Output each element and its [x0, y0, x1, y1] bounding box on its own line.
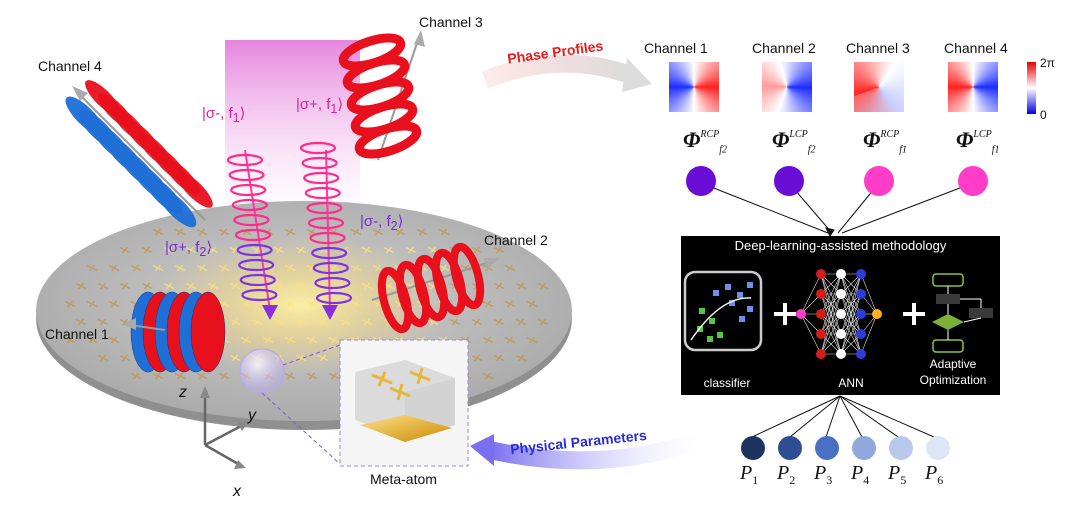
plus-sign-2 — [903, 303, 925, 325]
meta-atom-inset — [339, 339, 469, 467]
param-node-2 — [778, 436, 802, 460]
channel-3-label: Channel 3 — [419, 14, 483, 30]
param-label-2: P2 — [777, 462, 796, 487]
classifier-box — [683, 270, 763, 352]
state-sigma-minus-f2: |σ-, f2⟩ — [360, 213, 404, 233]
param-label-6: P6 — [925, 462, 944, 487]
flow-step — [936, 294, 960, 304]
param-node-4 — [852, 436, 876, 460]
phase-title-1: Channel 1 — [644, 40, 708, 56]
colorbar-min-label: 0 — [1040, 108, 1047, 122]
meta-atom-highlight — [239, 348, 285, 394]
state-sigma-plus-f1: |σ+, f1⟩ — [296, 96, 344, 116]
state-sigma-minus-f1: |σ-, f1⟩ — [202, 105, 246, 125]
flow-step-side — [969, 308, 993, 318]
channel-4-wave — [65, 80, 213, 228]
phi-channel-3: ΦRCPf1 — [863, 127, 908, 156]
classifier-green-points — [697, 308, 723, 342]
param-node-3 — [815, 436, 839, 460]
incident-helix-left — [226, 149, 278, 320]
phase-profiles-arrowhead — [622, 58, 652, 92]
param-label-5: P5 — [888, 462, 907, 487]
state-sigma-plus-f2: |σ+, f2⟩ — [165, 239, 213, 259]
param-node-6 — [926, 436, 950, 460]
deep-learning-panel: Deep-learning-assisted methodology — [681, 236, 1000, 395]
dl-graphics — [683, 269, 993, 359]
coordinate-axes — [200, 386, 249, 469]
channel-1-wave — [122, 291, 226, 373]
phase-map-channel-1 — [669, 62, 719, 112]
channel-4-label: Channel 4 — [38, 58, 102, 74]
channel-2-label: Channel 2 — [484, 232, 548, 248]
phi-node-4 — [958, 166, 988, 196]
channel-2-helix — [371, 242, 500, 334]
phi-node-2 — [774, 166, 804, 196]
channel-3-helix — [338, 30, 425, 161]
param-label-1: P1 — [740, 462, 759, 487]
optimization-label: Optimization — [919, 373, 987, 387]
phase-map-channel-2 — [762, 62, 812, 112]
flow-decision — [932, 314, 964, 330]
param-label-3: P3 — [814, 462, 833, 487]
meta-atom-label: Meta-atom — [370, 471, 437, 487]
ann-label: ANN — [838, 376, 864, 390]
phi-node-1 — [686, 166, 716, 196]
phase-title-2: Channel 2 — [752, 40, 816, 56]
axis-z-label: z — [179, 384, 187, 401]
ann-network — [796, 269, 882, 359]
param-node-5 — [889, 436, 913, 460]
classifier-label: classifier — [703, 376, 751, 390]
physical-parameters-arrow — [488, 431, 703, 470]
dl-title: Deep-learning-assisted methodology — [734, 238, 947, 253]
phi-channel-4: ΦLCPf1 — [956, 127, 1000, 156]
axis-x-label: x — [233, 483, 241, 500]
phi-node-3 — [864, 166, 894, 196]
physical-parameters-arrowhead — [470, 434, 494, 466]
colorbar-max-label: 2π — [1040, 56, 1055, 70]
phase-colorbar — [1027, 62, 1036, 114]
phase-map-channel-4 — [948, 62, 998, 112]
incident-helix-right — [299, 141, 353, 320]
phase-profiles-arrow — [481, 54, 634, 89]
input-connectors — [700, 182, 974, 237]
axis-y-label: y — [248, 407, 256, 424]
adaptive-label: Adaptive — [929, 357, 977, 371]
output-connectors — [751, 395, 935, 438]
channel-1-label: Channel 1 — [45, 326, 109, 342]
phase-title-4: Channel 4 — [944, 40, 1008, 56]
phase-map-channel-3 — [854, 62, 904, 112]
phi-channel-2: ΦLCPf2 — [772, 127, 816, 156]
phi-channel-1: ΦRCPf2 — [683, 127, 728, 156]
incident-beam — [225, 40, 360, 210]
param-label-4: P4 — [851, 462, 870, 487]
param-node-1 — [741, 436, 765, 460]
phase-title-3: Channel 3 — [846, 40, 910, 56]
flow-arrows — [947, 286, 982, 340]
plus-sign-1 — [774, 303, 796, 325]
classifier-blue-points — [713, 282, 753, 322]
